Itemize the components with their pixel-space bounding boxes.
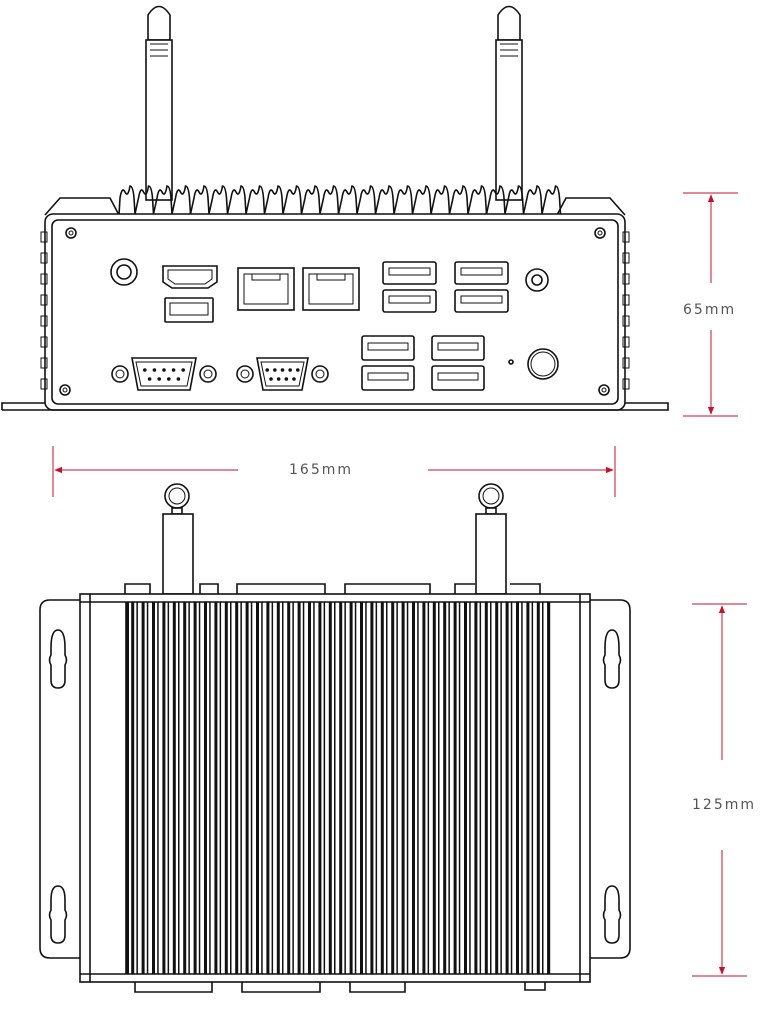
antenna-top-left <box>162 483 194 595</box>
height-label: 65mm <box>683 302 736 318</box>
top-view <box>39 483 631 993</box>
heatsink-fins <box>125 602 551 974</box>
front-view <box>1 5 669 411</box>
base-plate <box>1 402 669 411</box>
dc-jack-icon <box>110 258 138 286</box>
led-icon <box>508 359 514 365</box>
antenna-top-right <box>475 483 507 595</box>
chassis-front <box>44 213 626 411</box>
hdmi-port-icon <box>162 265 218 289</box>
antenna-right <box>495 5 523 201</box>
mounting-bracket-left <box>39 599 83 959</box>
power-button-icon <box>527 348 559 380</box>
dimension-width: 165mm <box>52 446 616 497</box>
depth-label: 125mm <box>692 797 756 813</box>
dimension-height: 65mm <box>683 192 738 417</box>
dimension-depth: 125mm <box>692 603 756 977</box>
usb-port-icon <box>361 261 509 391</box>
width-label: 165mm <box>289 462 353 478</box>
antenna-connector-icon <box>525 268 549 292</box>
mounting-bracket-right <box>587 599 631 959</box>
screw-icon <box>59 227 610 396</box>
top-fins <box>117 185 562 233</box>
side-ridges <box>40 231 630 390</box>
lan-port-icon <box>237 267 360 311</box>
display-port-icon <box>164 297 214 323</box>
serial-port-icon <box>111 357 329 391</box>
antenna-left <box>145 5 173 201</box>
